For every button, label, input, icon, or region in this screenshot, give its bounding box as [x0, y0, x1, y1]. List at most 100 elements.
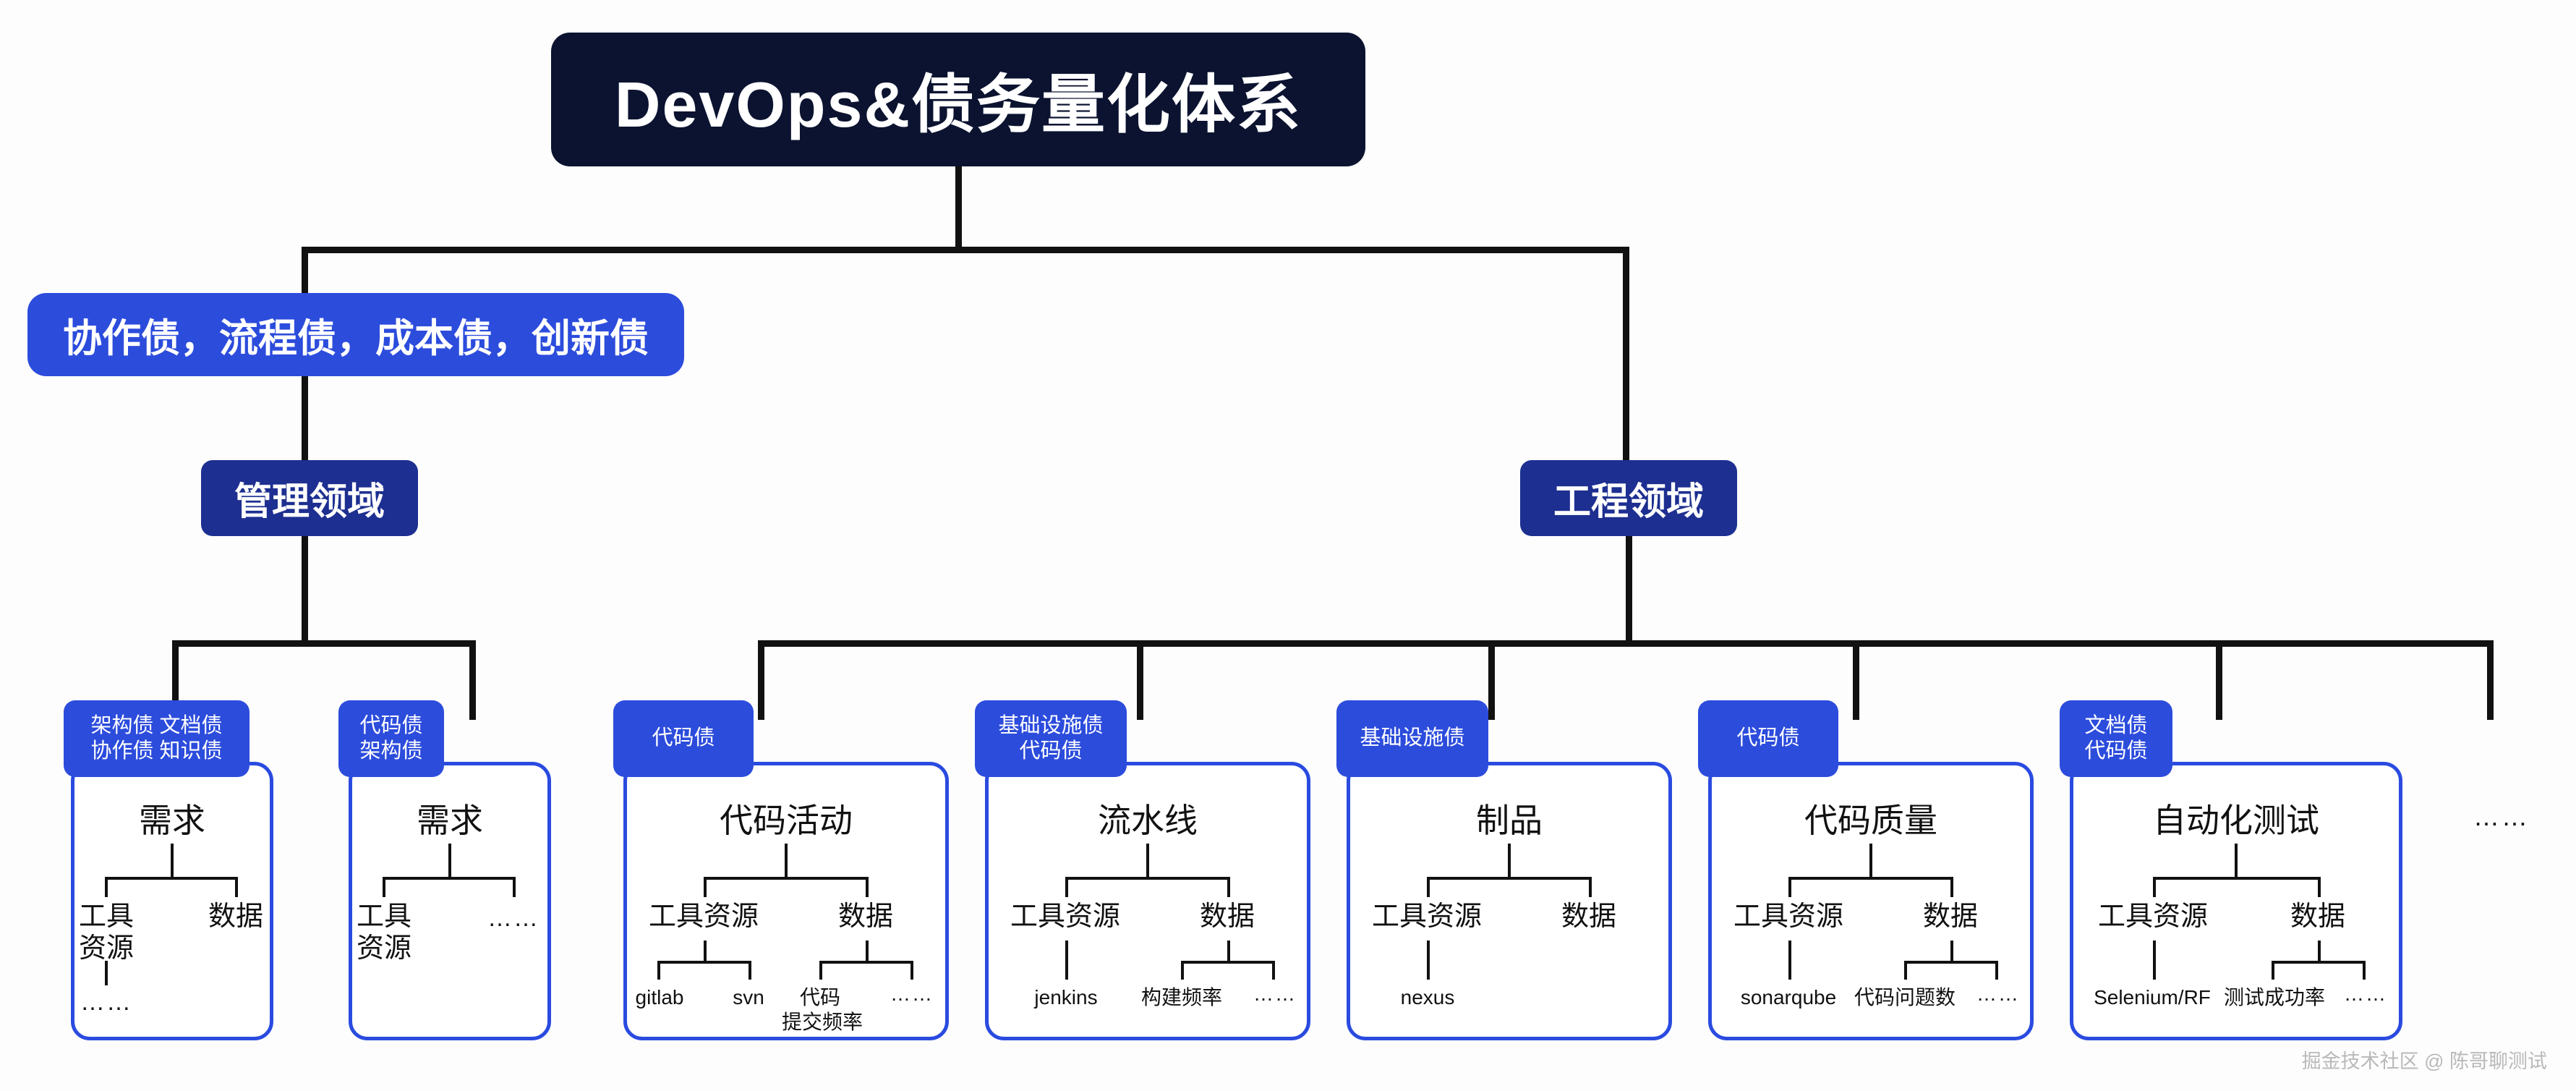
branch-label-data: 数据 [208, 901, 263, 932]
leaf-selenium-rf: Selenium/RF [2094, 986, 2211, 1009]
connector-root-down [955, 166, 962, 250]
card-artifact[interactable]: 制品 工具资源 数据 nexus [1347, 762, 1672, 1040]
leaf-build-frequency: 构建频率 [1140, 986, 1222, 1009]
card-branch-bus [2153, 877, 2321, 880]
card-trunk [1146, 844, 1149, 878]
card-branch-drop-right [1589, 877, 1592, 897]
card-tag-requirement-management: 架构债 文档债 协作债 知识债 [64, 700, 250, 777]
card-title: 代码质量 [1804, 802, 1937, 839]
tag-line-1: 基础设施债 [1360, 726, 1465, 750]
card-branch-drop-right [1950, 877, 1953, 897]
debt-types-label: 协作债，流程债，成本债，创新债 [63, 317, 649, 360]
card-requirement-code[interactable]: 需求 工具资源 …… [349, 762, 551, 1040]
connector-engineering-child-4 [1853, 640, 1859, 720]
card-trunk [1869, 844, 1872, 878]
card-branch-drop-left [383, 877, 385, 897]
card-title: 制品 [1476, 802, 1543, 839]
leaf-data-ellipsis: …… [1253, 982, 1297, 1005]
tools-leaf-stem [105, 961, 108, 985]
connector-engineering-child-3 [1488, 640, 1495, 720]
data-leaf-drop-2 [1272, 961, 1275, 980]
more-branches-ellipsis: …… [2473, 802, 2530, 831]
card-code-quality[interactable]: 代码质量 工具资源 数据 sonarqube 代码问题数 …… [1708, 762, 2034, 1040]
root-title-box: DevOps&债务量化体系 [551, 33, 1365, 166]
data-leaf-drop-2 [910, 961, 913, 980]
connector-main-bus [302, 247, 1629, 253]
branch-label-tools: 工具资源 [2097, 901, 2208, 932]
tools-stem [2153, 941, 2156, 980]
tag-line-2: 协作债 知识债 [90, 739, 223, 763]
card-title: 需求 [417, 802, 483, 839]
leaf-gitlab: gitlab [635, 986, 684, 1009]
branch-label-tools: 工具资源 [356, 901, 411, 964]
card-tag-code-activity: 代码债 [613, 700, 754, 777]
card-branch-drop-left [1427, 877, 1430, 897]
branch-label-tools: 工具资源 [1371, 901, 1482, 932]
tag-line-1: 文档债 [2084, 713, 2148, 737]
leaf-data-ellipsis: …… [1976, 982, 2020, 1005]
branch-label-more: …… [487, 904, 539, 932]
card-branch-drop-right [513, 877, 516, 897]
leaf-test-success-rate: 测试成功率 [2224, 986, 2326, 1009]
card-tag-requirement-code: 代码债 架构债 [338, 700, 444, 777]
domain-management-label: 管理领域 [234, 481, 385, 523]
data-leaf-drop-1 [819, 961, 822, 980]
domain-engineering-box[interactable]: 工程领域 [1520, 460, 1737, 536]
card-branch-drop-right [235, 877, 238, 897]
connector-engineering-child-5 [2216, 640, 2222, 720]
tools-leaf-ellipsis: …… [80, 988, 132, 1016]
data-stem [2318, 941, 2321, 962]
tag-line-1: 代码债 [1736, 726, 1800, 750]
card-tag-pipeline: 基础设施债 代码债 [975, 700, 1127, 777]
card-branch-drop-left [1065, 877, 1068, 897]
data-leaf-drop-1 [1181, 961, 1184, 980]
tag-line-2: 代码债 [2084, 739, 2148, 763]
data-leaf-drop-1 [2272, 961, 2274, 980]
data-leaf-bus [819, 961, 913, 964]
card-branch-drop-right [1227, 877, 1230, 897]
data-leaf-bus [1904, 961, 1998, 964]
card-title: 流水线 [1098, 802, 1198, 839]
leaf-data-ellipsis: …… [2344, 982, 2387, 1005]
tag-line-1: 代码债 [652, 726, 715, 750]
card-tag-artifact: 基础设施债 [1336, 700, 1488, 777]
card-title: 自动化测试 [2153, 802, 2319, 839]
card-trunk [171, 844, 174, 878]
card-tag-code-quality: 代码债 [1698, 700, 1838, 777]
card-code-activity[interactable]: 代码活动 工具资源 数据 gitlab svn 代码提交频率 …… [623, 762, 949, 1040]
tag-line-2: 代码债 [1019, 739, 1083, 763]
branch-label-data: 数据 [1561, 901, 1616, 932]
leaf-jenkins: jenkins [1034, 986, 1098, 1009]
data-leaf-drop-1 [1904, 961, 1907, 980]
card-title: 需求 [139, 802, 205, 839]
leaf-svn: svn [733, 986, 764, 1009]
card-branch-drop-left [2153, 877, 2156, 897]
tools-leaf-drop-2 [749, 961, 751, 980]
data-stem [1227, 941, 1230, 962]
domain-management-box[interactable]: 管理领域 [201, 460, 418, 536]
data-stem [866, 941, 869, 962]
card-requirement-management[interactable]: 需求 工具资源 数据 …… [71, 762, 273, 1040]
connector-engineering-child-1 [758, 640, 764, 720]
page-title: DevOps&债务量化体系 [614, 69, 1302, 140]
card-trunk [1508, 844, 1511, 878]
leaf-nexus: nexus [1400, 986, 1455, 1009]
connector-engineering-down [1626, 536, 1632, 646]
connector-engineering-child-6 [2487, 640, 2494, 720]
data-stem [1950, 941, 1953, 962]
card-branch-drop-right [2318, 877, 2321, 897]
branch-label-data: 数据 [1922, 901, 1978, 932]
branch-label-data: 数据 [2290, 901, 2345, 932]
data-leaf-drop-2 [1995, 961, 1998, 980]
card-pipeline[interactable]: 流水线 工具资源 数据 jenkins 构建频率 …… [985, 762, 1310, 1040]
card-trunk [2235, 844, 2238, 878]
tag-line-1: 架构债 文档债 [90, 713, 223, 737]
card-branch-bus [105, 877, 238, 880]
leaf-code-issue-count: 代码问题数 [1854, 986, 1956, 1009]
watermark: 掘金技术社区 @ 陈哥聊测试 [2301, 1050, 2547, 1072]
branch-label-tools: 工具资源 [78, 901, 134, 964]
connector-engineering-child-2 [1137, 640, 1143, 720]
leaf-commit-frequency: 代码提交频率 [782, 986, 863, 1033]
card-automation-test[interactable]: 自动化测试 工具资源 数据 Selenium/RF 测试成功率 …… [2070, 762, 2402, 1040]
